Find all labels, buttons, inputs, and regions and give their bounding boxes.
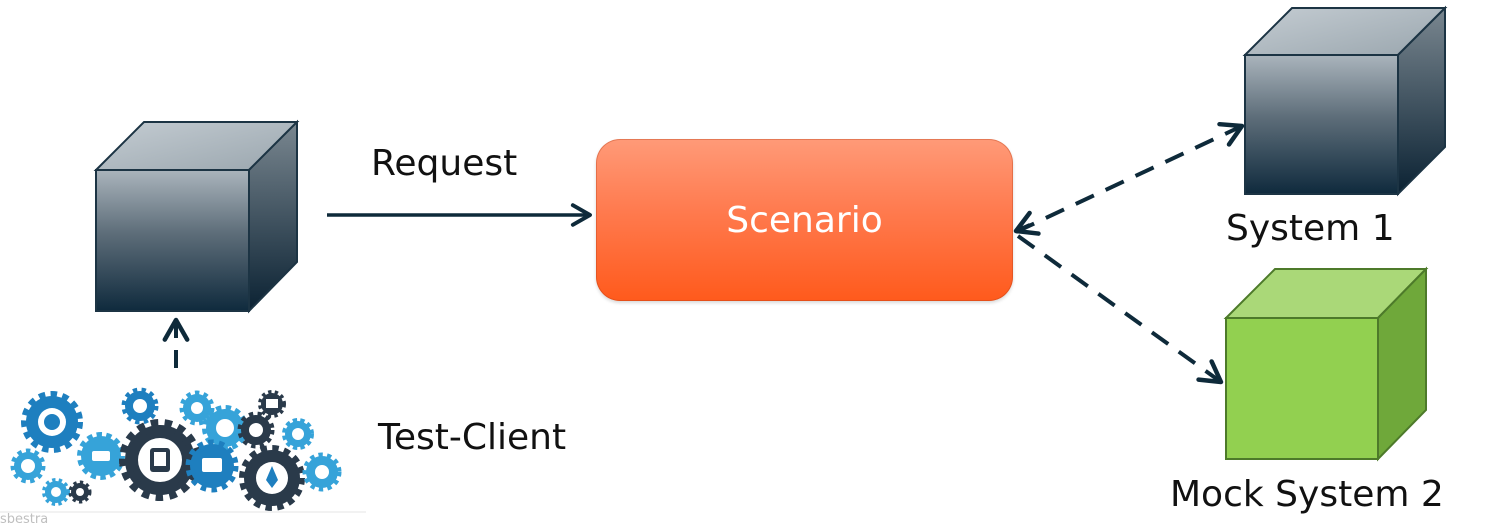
client-cube-icon: [93, 119, 300, 314]
request-label: Request: [371, 143, 518, 184]
scenario-to-mock-arrow: [1016, 234, 1224, 385]
test-client-label: Test-Client: [378, 417, 567, 458]
system1-label: System 1: [1226, 208, 1395, 249]
scenario-label: Scenario: [726, 199, 883, 241]
scenario-box: Scenario: [596, 139, 1013, 301]
gears-cluster-icon: [0, 378, 366, 513]
system1-cube-icon: [1242, 5, 1448, 197]
mock-system2-cube-icon: [1223, 266, 1429, 462]
watermark: sbestra: [0, 512, 49, 527]
scenario-to-system1-arrow: [1015, 121, 1245, 234]
system1-to-scenario-arrowhead: [1013, 210, 1041, 236]
mock-system2-label: Mock System 2: [1170, 474, 1444, 515]
